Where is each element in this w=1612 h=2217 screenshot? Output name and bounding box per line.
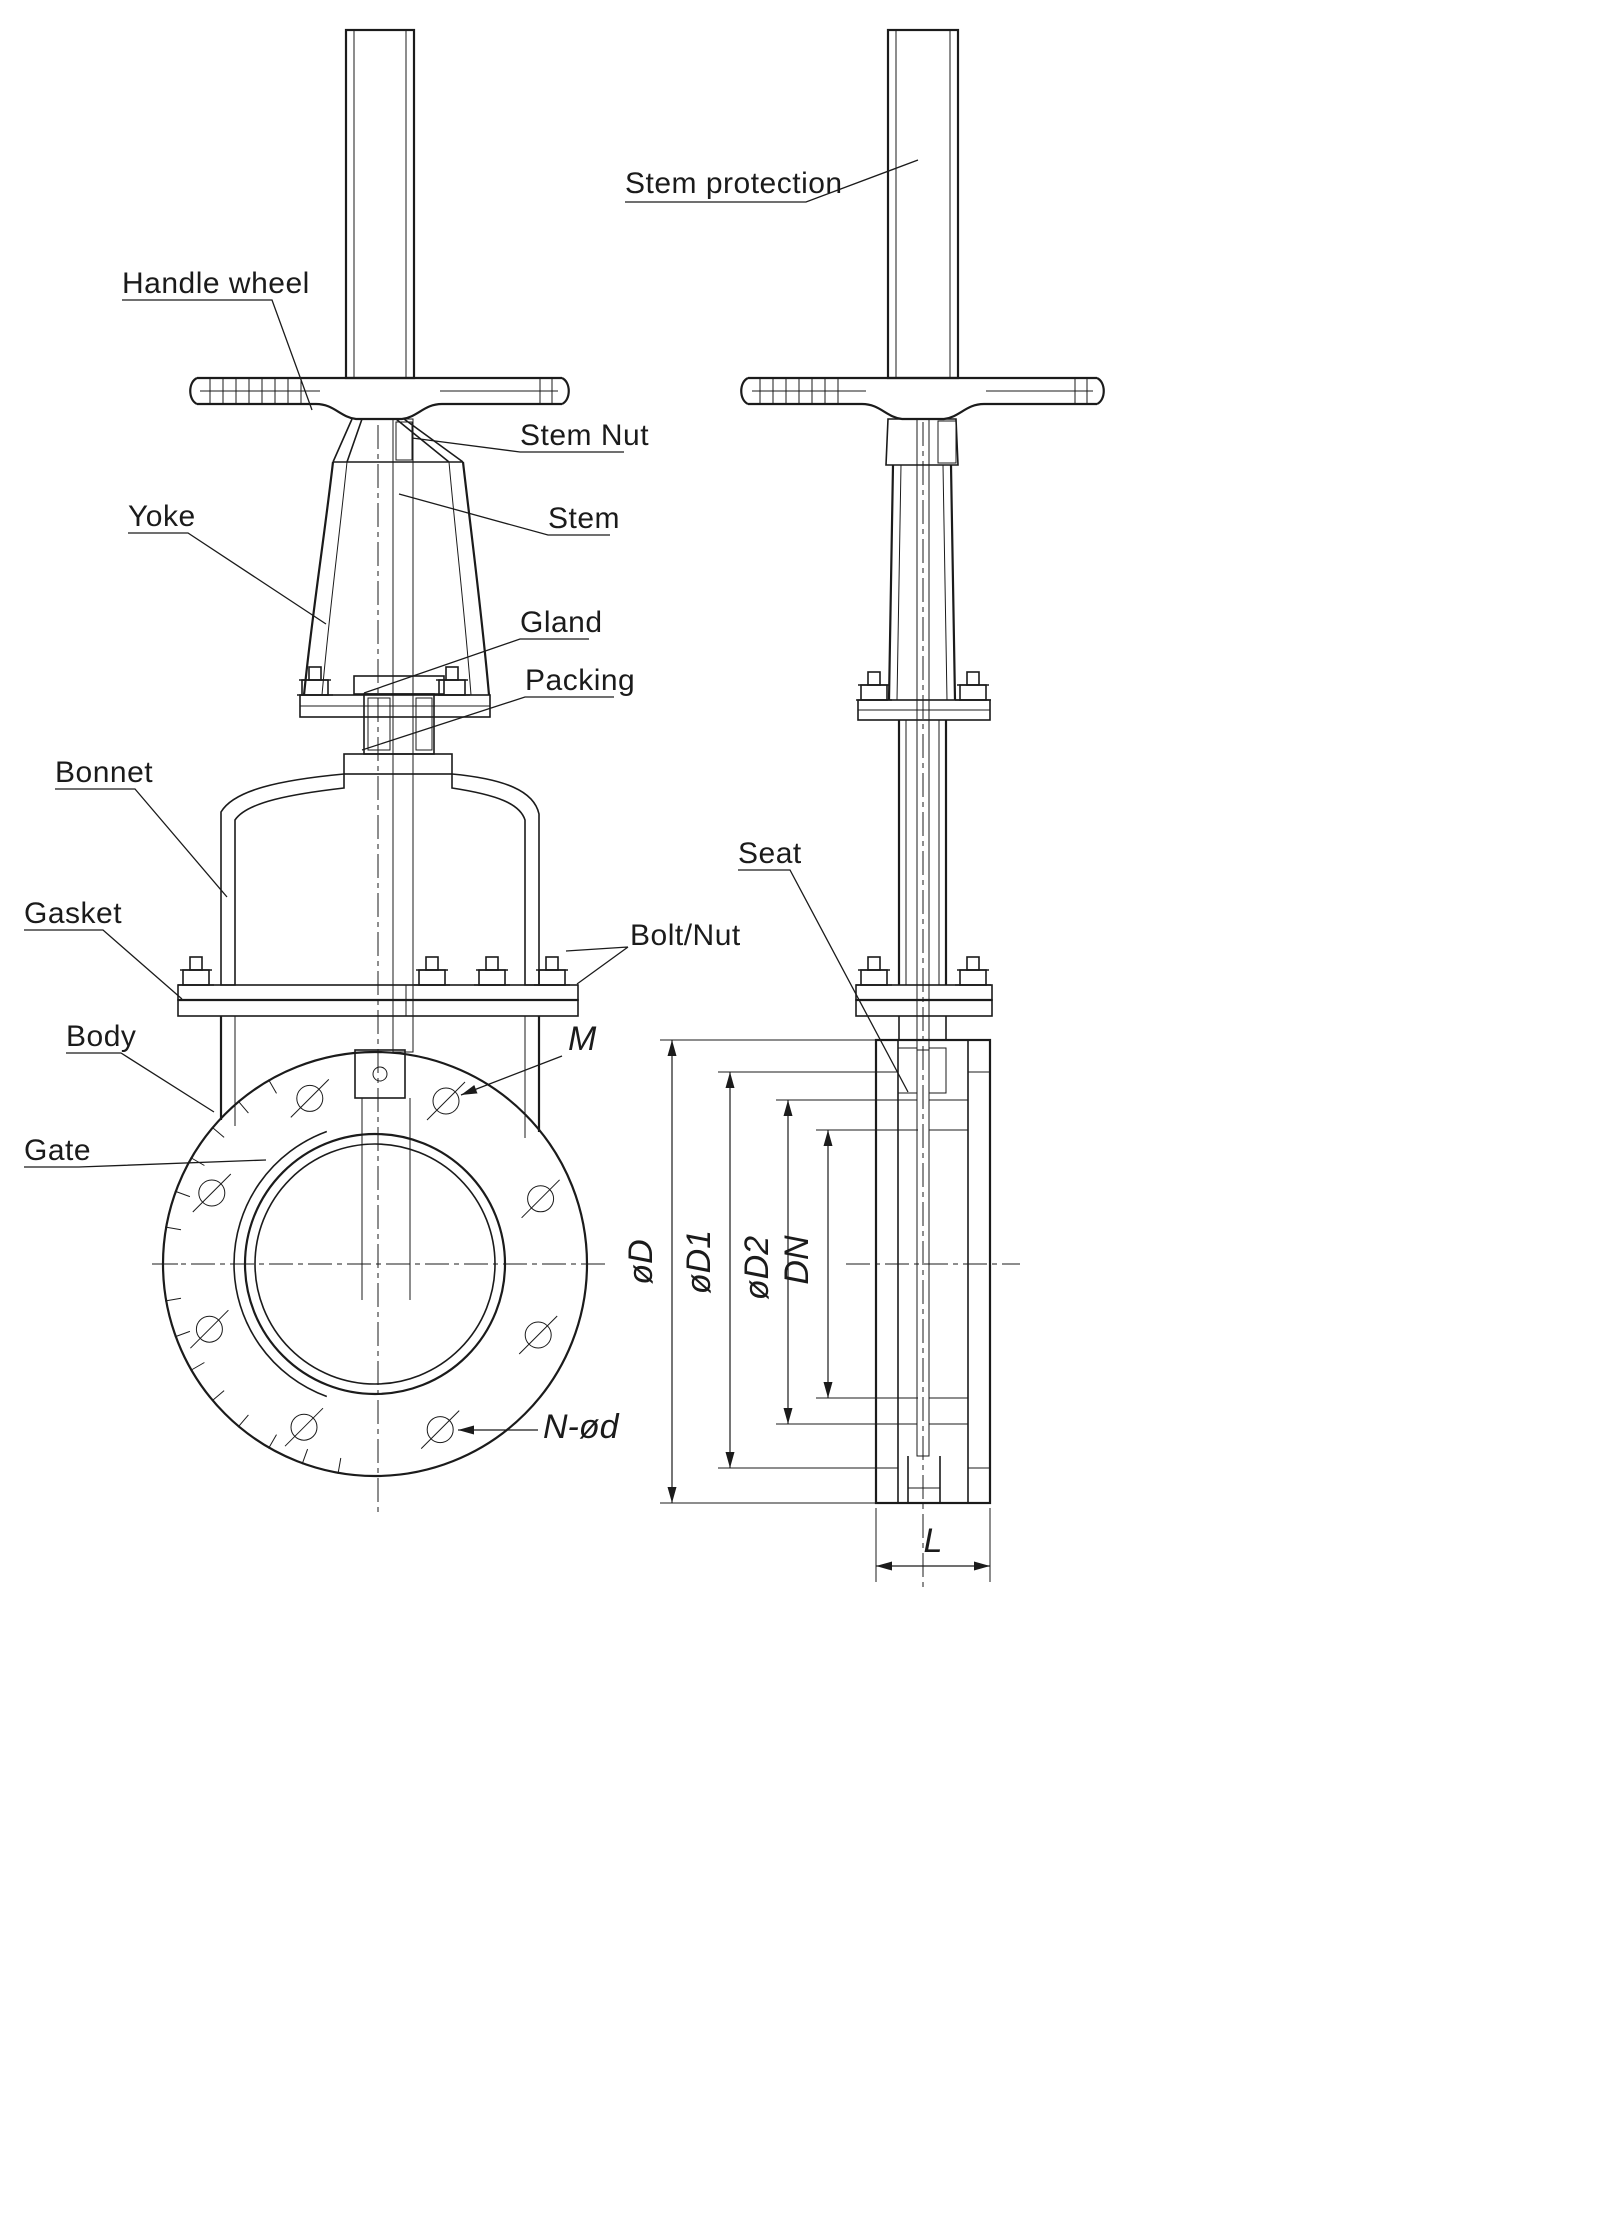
body-side xyxy=(874,1015,992,1505)
leader-gasket xyxy=(24,929,183,1000)
gate-front xyxy=(354,1049,411,1300)
stem-protection-tube-front xyxy=(344,28,416,380)
label-stem-protection: Stem protection xyxy=(625,167,843,200)
label-yoke: Yoke xyxy=(128,500,196,533)
centerlines-front xyxy=(152,425,606,1516)
arrow-thread-m xyxy=(460,1055,563,1096)
leader-stem-nut xyxy=(411,437,624,453)
label-gate: Gate xyxy=(24,1134,91,1167)
bolts-front xyxy=(177,666,571,986)
leader-body xyxy=(66,1052,215,1113)
label-stem-nut: Stem Nut xyxy=(520,419,649,452)
leader-gate xyxy=(24,1159,267,1168)
handwheel-knurling-front xyxy=(209,378,553,404)
label-raised-face-diameter: øD2 xyxy=(738,1236,776,1300)
flange-bolt-holes xyxy=(190,1079,560,1449)
bonnet-side xyxy=(897,720,948,985)
handwheel-front xyxy=(189,376,570,421)
leader-bolt-nut xyxy=(565,946,629,985)
leader-gland xyxy=(363,638,589,694)
label-thread-m: M xyxy=(568,1020,597,1058)
yoke-side xyxy=(857,419,991,1055)
handwheel-side xyxy=(740,376,1105,466)
leader-seat xyxy=(738,869,909,1093)
bonnet-front xyxy=(220,773,540,986)
label-packing: Packing xyxy=(525,664,635,697)
stem-nut-front xyxy=(332,418,464,463)
label-seat: Seat xyxy=(738,837,802,870)
front-view xyxy=(152,28,606,1516)
label-face-to-face: L xyxy=(924,1522,943,1560)
centerlines-side xyxy=(846,422,1020,1592)
label-gasket: Gasket xyxy=(24,897,122,930)
label-bolt-holes: N-ød xyxy=(543,1408,620,1446)
label-nominal-diameter: DN xyxy=(778,1235,816,1285)
leader-bonnet xyxy=(55,788,228,898)
yoke-front xyxy=(299,461,491,718)
body-front xyxy=(161,1016,589,1478)
gland-packing-front xyxy=(343,675,453,775)
handwheel-knurling-side xyxy=(759,378,1088,404)
leader-packing xyxy=(361,696,614,751)
flange-joint-side xyxy=(855,984,993,1017)
label-outer-diameter: øD xyxy=(622,1239,660,1284)
stem-front xyxy=(392,418,414,1053)
part-labels: Stem protection Handle wheel Stem Nut St… xyxy=(24,159,919,1168)
leader-stem-protection xyxy=(625,159,919,203)
side-view xyxy=(740,28,1105,1592)
body-section-hatch-ticks xyxy=(162,1079,342,1474)
seat-side xyxy=(907,1456,941,1503)
leader-handle-wheel xyxy=(122,299,313,411)
stem-protection-tube-side xyxy=(886,28,960,380)
label-bonnet: Bonnet xyxy=(55,756,153,789)
label-bolt-circle-diameter: øD1 xyxy=(680,1230,718,1294)
leader-yoke xyxy=(128,532,327,625)
label-body: Body xyxy=(66,1020,136,1053)
dimensions: M N-ød øD øD1 øD2 DN L xyxy=(458,1020,991,1582)
label-gland: Gland xyxy=(520,606,603,639)
label-stem: Stem xyxy=(548,502,620,535)
label-handle-wheel: Handle wheel xyxy=(122,267,310,300)
label-bolt-nut: Bolt/Nut xyxy=(630,919,741,952)
leader-stem xyxy=(398,493,610,536)
extension-lines xyxy=(660,1039,991,1582)
